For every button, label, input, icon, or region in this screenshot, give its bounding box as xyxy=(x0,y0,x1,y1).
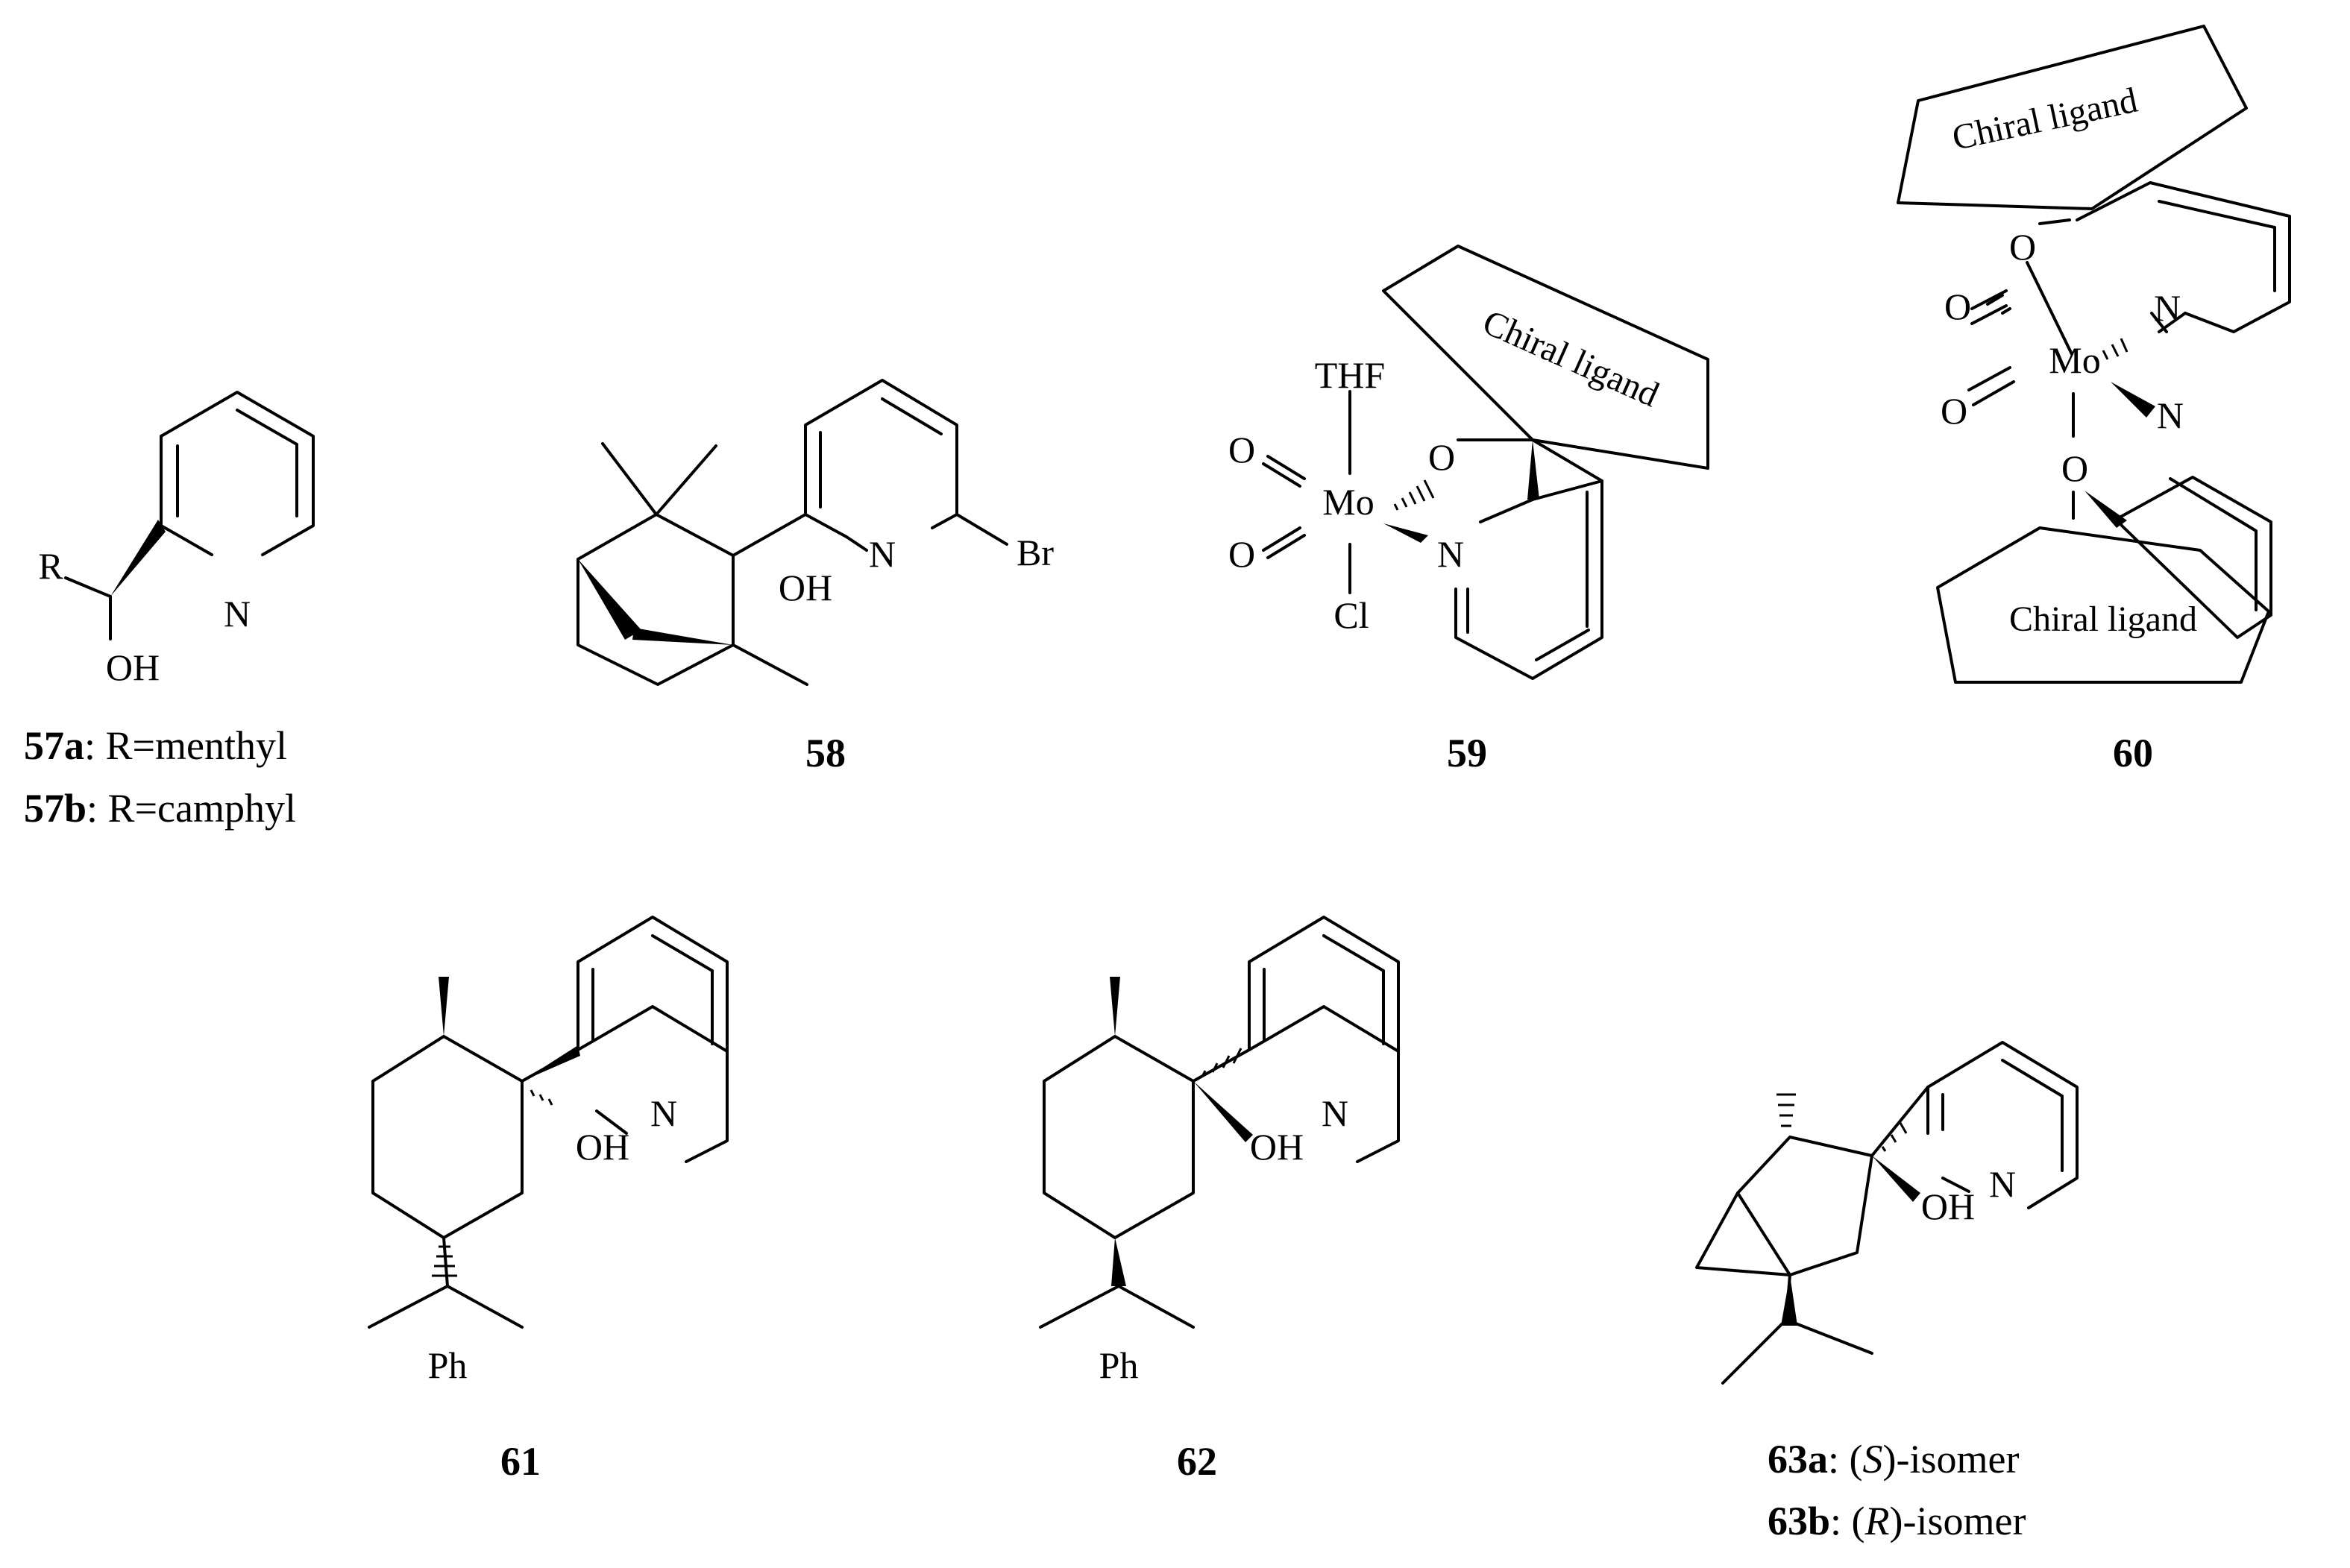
atom-label: N xyxy=(2154,287,2181,329)
atom-label: N xyxy=(2157,394,2184,436)
compound-label-57a: 57a: R=menthyl xyxy=(24,723,287,768)
compound-label-59: 59 xyxy=(1447,731,1487,775)
atom-label: O xyxy=(1228,533,1255,575)
structure-58: OH N Br xyxy=(576,379,1054,686)
hashed-bond xyxy=(432,1089,553,1277)
atom-label: O xyxy=(2061,447,2088,489)
wedge-bond xyxy=(2111,382,2155,418)
wedge-bond xyxy=(1527,440,1539,500)
wedge-bond xyxy=(1872,1156,1920,1202)
atom-label: Ph xyxy=(428,1344,468,1386)
structure-60: Chiral ligand Chiral ligand O O O Mo N N… xyxy=(1897,25,2291,684)
atom-label: O xyxy=(2009,226,2036,268)
atom-label: Mo xyxy=(2049,339,2100,381)
hashed-bond xyxy=(1776,1093,1908,1152)
atom-label: OH xyxy=(106,646,160,688)
atom-label: R xyxy=(38,545,63,587)
compound-label-60: 60 xyxy=(2113,731,2153,775)
chiral-ligand-label: Chiral ligand xyxy=(2009,599,2197,639)
atom-label: O xyxy=(1228,429,1255,470)
structure-62: OH N Ph xyxy=(1039,916,1400,1386)
wedge-bond xyxy=(1383,523,1428,543)
compound-label-63a: 63a: (S)-isomer xyxy=(1768,1437,2019,1482)
structure-61: OH N Ph xyxy=(368,916,729,1386)
chiral-ligand-label: Chiral ligand xyxy=(1949,81,2140,158)
atom-label: OH xyxy=(779,567,832,608)
atom-label: N xyxy=(650,1092,677,1134)
atom-label: N xyxy=(1437,533,1464,575)
wedge-bond xyxy=(1193,1081,1253,1142)
structure-63: OH N xyxy=(1695,1041,2079,1385)
atom-label: OH xyxy=(1921,1186,1975,1227)
atom-label: O xyxy=(1941,390,1967,432)
wedge-bond xyxy=(1781,1275,1797,1326)
atom-label: Mo xyxy=(1322,481,1374,523)
atom-label: THF xyxy=(1315,354,1385,396)
atom-label: Br xyxy=(1017,532,1054,573)
structure-59: Chiral ligand THF O O Mo O N Cl xyxy=(1228,245,1709,680)
wedge-bond xyxy=(632,628,733,645)
atom-label: Ph xyxy=(1099,1344,1139,1386)
atom-label: O xyxy=(1428,436,1455,478)
atom-label: OH xyxy=(576,1126,629,1168)
atom-label: Cl xyxy=(1333,594,1369,636)
atom-label: O xyxy=(1944,286,1971,327)
chiral-ligand-label: Chiral ligand xyxy=(1477,302,1665,415)
wedge-bond xyxy=(110,520,166,596)
hashed-bond xyxy=(1201,1048,1242,1077)
structure-57: R N OH xyxy=(38,391,315,688)
atom-label: OH xyxy=(1250,1126,1304,1168)
compound-label-57b: 57b: R=camphyl xyxy=(24,786,296,831)
wedge-bond xyxy=(1111,1238,1126,1286)
compound-label-63b: 63b: (R)-isomer xyxy=(1768,1499,2026,1543)
atom-label: N xyxy=(869,533,896,575)
wedge-bond xyxy=(1110,977,1120,1036)
atom-label: N xyxy=(1989,1163,2016,1205)
compound-label-58: 58 xyxy=(805,731,846,775)
wedge-bond xyxy=(439,977,449,1036)
hashed-bond xyxy=(2093,338,2128,363)
atom-label: N xyxy=(224,593,251,635)
compound-label-61: 61 xyxy=(500,1439,541,1484)
atom-label: N xyxy=(1322,1092,1348,1134)
hashed-bond xyxy=(1393,479,1435,511)
wedge-bond xyxy=(578,559,641,640)
compound-label-62: 62 xyxy=(1177,1439,1217,1484)
wedge-bond xyxy=(522,1045,580,1081)
wedge-bond xyxy=(2084,491,2127,528)
